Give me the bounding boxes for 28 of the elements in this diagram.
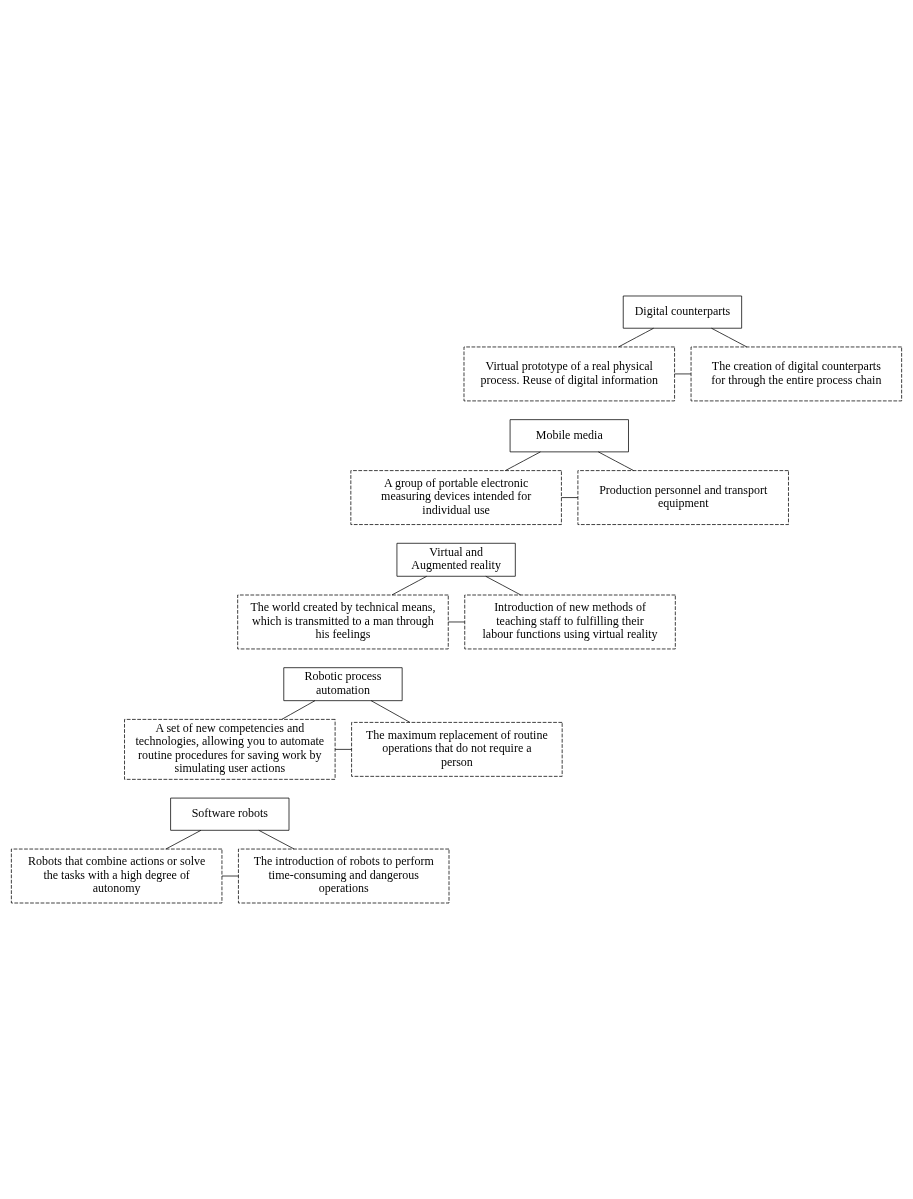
connector xyxy=(221,875,239,877)
node-box: Production personnel and transport equipment xyxy=(577,470,789,525)
node-box: The introduction of robots to perform time-consuming and dangerous operations xyxy=(238,848,450,904)
node-box: A set of new competencies and technologies, allowing you to automate routine procedures for saving work by simulating user actions xyxy=(124,719,336,780)
connector xyxy=(505,451,541,471)
node-box: The creation of digital counterparts for through the entire process chain xyxy=(690,346,902,402)
node-box: Robots that combine actions or solve the tasks with a high degree of autonomy xyxy=(11,848,223,904)
node-box: Virtual and Augmented reality xyxy=(396,542,516,577)
node-box: The maximum replacement of routine operations that do not require a person xyxy=(351,722,563,777)
connector xyxy=(165,829,202,850)
connector xyxy=(281,700,316,720)
node-box: Virtual prototype of a real physical process. Reuse of digital information xyxy=(463,346,675,402)
connector xyxy=(561,497,579,498)
connector xyxy=(391,575,428,596)
connector xyxy=(334,749,352,750)
node-box: The world created by technical means, which is transmitted to a man through his feelings xyxy=(237,594,449,650)
node-box: A group of portable electronic measuring devices intended for individual use xyxy=(350,470,562,525)
connector xyxy=(674,373,692,375)
node-box: Robotic process automation xyxy=(283,667,403,702)
node-box: Mobile media xyxy=(509,419,629,453)
node-box: Introduction of new methods of teaching staff to fulfilling their labour functions using virtual reality xyxy=(464,594,676,650)
connector xyxy=(447,621,466,623)
node-box: Software robots xyxy=(170,797,290,831)
connector xyxy=(485,575,522,596)
connector xyxy=(597,451,634,471)
node-box: Digital counterparts xyxy=(622,295,742,329)
connector xyxy=(370,700,411,723)
connector xyxy=(258,829,295,850)
